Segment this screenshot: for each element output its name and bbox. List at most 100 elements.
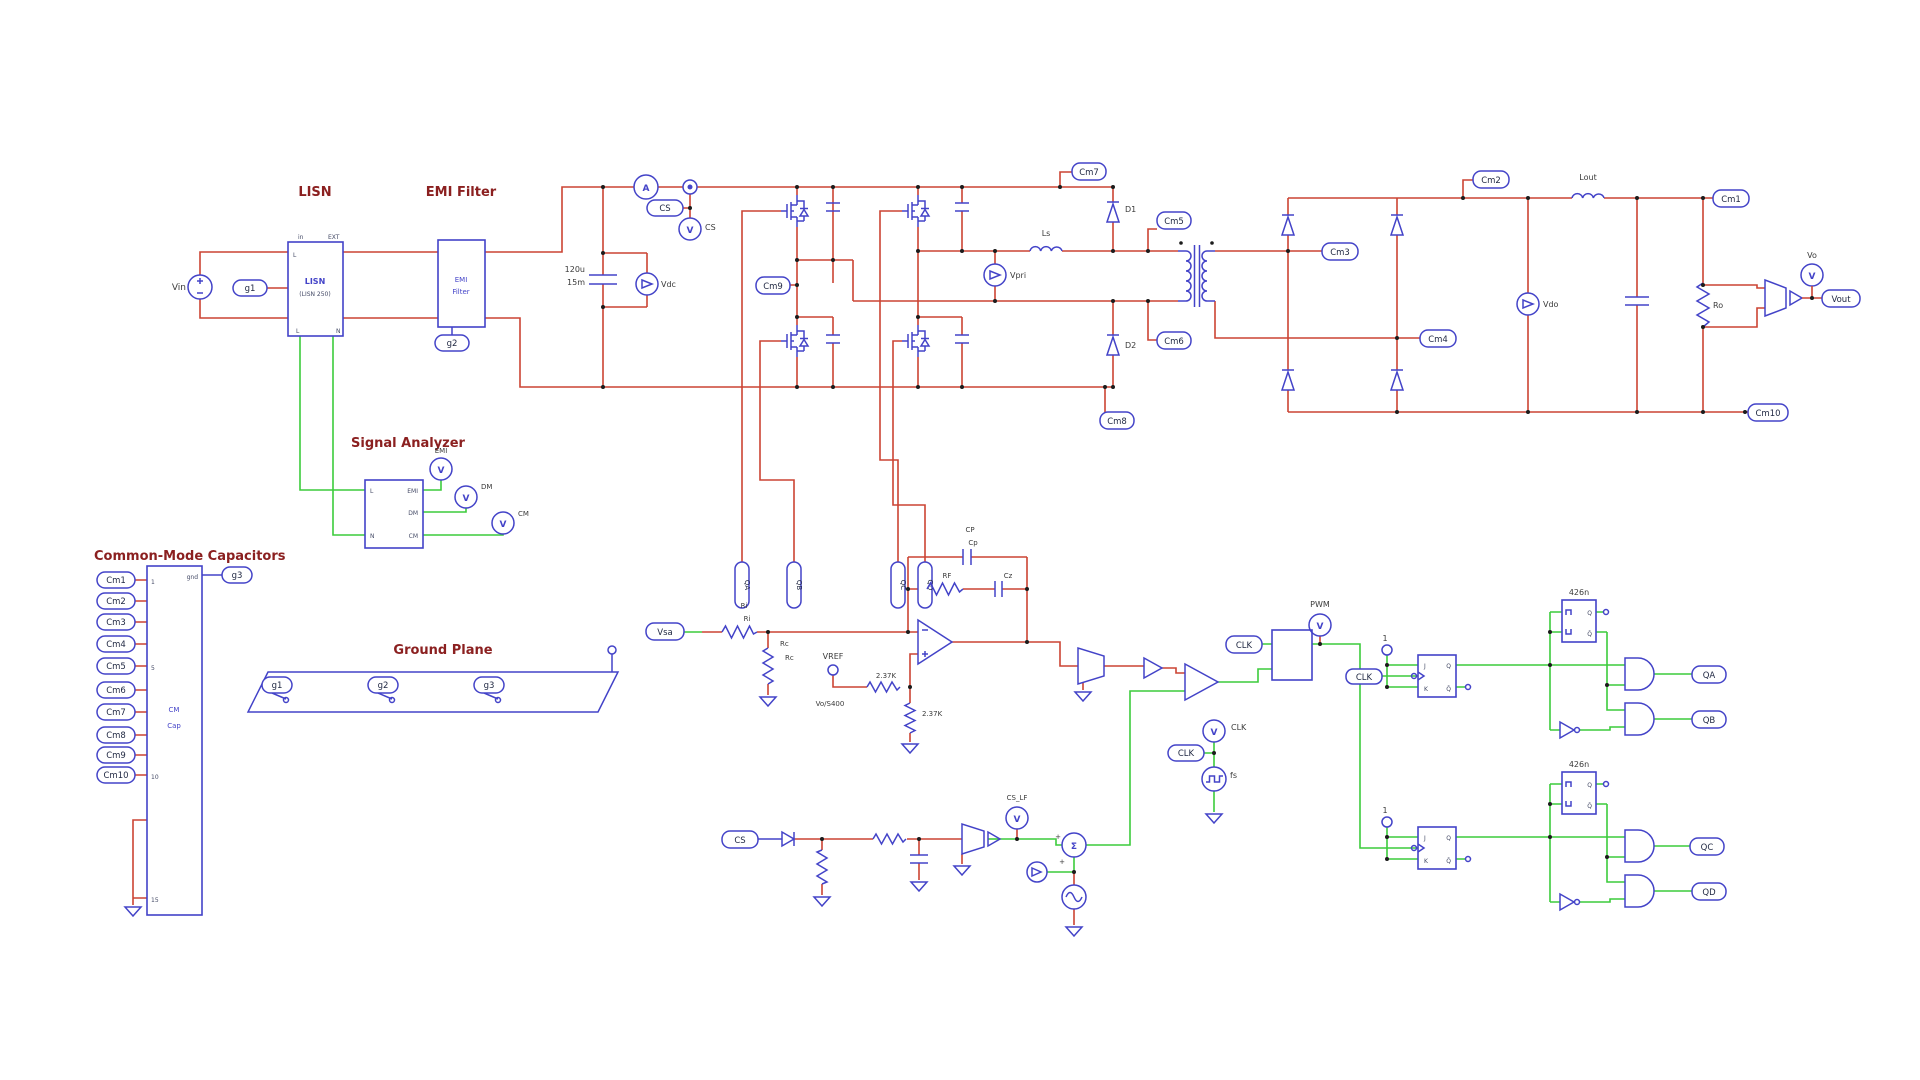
tag-gate-qa[interactable]: QA (734, 561, 751, 609)
cs-series-resistor[interactable] (872, 832, 907, 846)
one-source-b[interactable]: 1 (1381, 806, 1393, 828)
vpri-probe[interactable]: Vpri (983, 263, 1026, 287)
ammeter[interactable]: A (633, 174, 659, 200)
divider-resistor-h[interactable]: 2.37K (866, 672, 901, 694)
tag-g3-block[interactable]: g3 (221, 566, 253, 584)
signal-analyzer-block[interactable]: L N EMI DM CM (364, 479, 424, 549)
cs-amp[interactable] (961, 822, 1002, 856)
cm-tag-list[interactable]: Cm1 Cm2 Cm3 Cm4 Cm5 Cm6 Cm7 Cm8 Cm9 Cm10 (96, 571, 136, 784)
mosfet-q4-icon[interactable] (901, 324, 930, 358)
cs-voltmeter[interactable]: V CS (678, 217, 716, 241)
jk-flipflop-b[interactable]: J K Q Q̄ (1410, 826, 1472, 870)
ri-resistor[interactable]: Ri Ri (721, 602, 758, 640)
pwm-voltmeter[interactable]: V PWM (1308, 600, 1332, 637)
tag-g2[interactable]: g2 (434, 334, 470, 352)
vo-sense[interactable]: V Vo (1764, 251, 1824, 318)
inverter-b[interactable] (1559, 892, 1581, 912)
rf-resistor[interactable]: RF (926, 572, 964, 597)
and-gate-a1[interactable] (1624, 657, 1655, 691)
current-sensor[interactable] (682, 179, 698, 195)
ground-plane[interactable] (246, 645, 620, 713)
divider-resistor-v[interactable]: 2.37K (903, 702, 943, 734)
cm-capacitor-block[interactable]: 1 5 10 15 gnd CM Cap (146, 565, 203, 916)
tag-vsa[interactable]: Vsa (645, 622, 685, 641)
clk-voltmeter[interactable]: V CLK (1202, 719, 1247, 743)
tag-cm1[interactable]: Cm1 (1712, 189, 1750, 208)
monostable-a[interactable]: Q Q̄ 426n (1561, 588, 1610, 643)
tag-gp-g1[interactable]: g1 (261, 676, 293, 694)
inverter-a[interactable] (1559, 720, 1581, 740)
tag-gp-g2[interactable]: g2 (367, 676, 399, 694)
cs-lf-voltmeter[interactable]: V CS_LF (1005, 794, 1029, 830)
rc-resistor[interactable]: Rc Rc (761, 640, 794, 685)
summer[interactable]: Σ + + (1055, 832, 1087, 866)
tag-qd[interactable]: QD (1691, 882, 1727, 901)
tag-cm7[interactable]: Cm7 (1071, 162, 1107, 181)
emi-filter-block[interactable]: EMI Filter (437, 239, 486, 328)
buffer-amp[interactable] (1143, 656, 1164, 680)
tag-cm8[interactable]: Cm8 (1099, 411, 1135, 430)
mosfet-q3-icon[interactable] (901, 194, 930, 228)
ramp-source[interactable] (1061, 884, 1087, 910)
cz-capacitor[interactable]: Cz (994, 572, 1013, 597)
tag-clk-ff[interactable]: CLK (1345, 668, 1383, 685)
cs-shunt-resistor[interactable] (815, 849, 829, 885)
tag-cm3[interactable]: Cm3 (1321, 242, 1359, 261)
jk-flipflop-a[interactable]: J K Q Q̄ (1410, 654, 1472, 698)
dm-voltmeter[interactable]: V DM (454, 483, 492, 509)
transformer[interactable] (1178, 241, 1215, 307)
pwm-latch-block[interactable] (1271, 629, 1313, 681)
diode-d1[interactable]: D1 (1105, 201, 1136, 223)
opamp[interactable] (917, 618, 954, 666)
vref-port[interactable]: VREF Vo/S400 (816, 652, 845, 708)
tag-cs-top[interactable]: CS (646, 199, 684, 217)
tag-cm10[interactable]: Cm10 (1747, 403, 1789, 422)
tag-gate-qc[interactable]: QC (890, 561, 907, 609)
one-source-a[interactable]: 1 (1381, 634, 1393, 656)
tag-label: Cm10 (1755, 409, 1780, 419)
mosfet-q2-icon[interactable] (780, 324, 809, 358)
limiter[interactable] (1077, 646, 1105, 686)
tag-cm9[interactable]: Cm9 (755, 276, 791, 295)
tag-qc[interactable]: QC (1689, 837, 1725, 856)
cs-filter-capacitor[interactable] (910, 854, 928, 864)
and-gate-b2[interactable] (1624, 874, 1655, 908)
pin-q: Q (1587, 610, 1592, 617)
tag-cs-bottom[interactable]: CS (721, 830, 759, 849)
rectifier-diodes[interactable] (1280, 214, 1405, 391)
monostable-b[interactable]: Q Q̄ 426n (1561, 760, 1610, 815)
cs-diode[interactable] (781, 830, 796, 848)
tag-cm6[interactable]: Cm6 (1156, 331, 1192, 350)
ramp-probe[interactable] (1026, 861, 1048, 883)
tag-qb[interactable]: QB (1691, 710, 1727, 729)
tag-qa[interactable]: QA (1691, 665, 1727, 684)
cp-capacitor[interactable]: CP Cp (962, 526, 978, 565)
lisn-block[interactable]: in EXT L LISN (LISN 250) L N (287, 234, 344, 337)
tag-gate-qb[interactable]: QB (786, 561, 803, 609)
tag-g1[interactable]: g1 (232, 279, 268, 297)
diode-d2[interactable]: D2 (1105, 334, 1136, 356)
tag-label: g3 (484, 681, 495, 691)
ro-resistor[interactable]: Ro (1695, 282, 1723, 328)
tag-clk-latch[interactable]: CLK (1225, 635, 1263, 654)
pwm-comparator[interactable] (1184, 662, 1220, 702)
output-capacitor[interactable] (1625, 296, 1649, 306)
vdc-probe[interactable]: Vdc (635, 272, 676, 296)
tag-cm2[interactable]: Cm2 (1472, 170, 1510, 189)
mosfet-q1-icon[interactable] (780, 194, 809, 228)
ls-inductor[interactable]: Ls (1029, 229, 1063, 252)
tag-cm4[interactable]: Cm4 (1419, 329, 1457, 348)
and-gate-b1[interactable] (1624, 829, 1655, 863)
tag-clk-src[interactable]: CLK (1167, 744, 1205, 762)
vin-source[interactable]: Vin (172, 274, 213, 300)
fs-source[interactable]: fs (1201, 766, 1237, 792)
tag-cm5[interactable]: Cm5 (1156, 211, 1192, 230)
tag-vout[interactable]: Vout (1821, 289, 1861, 308)
cm-voltmeter[interactable]: V CM (491, 510, 529, 535)
emi-voltmeter[interactable]: V EMI (429, 447, 453, 481)
and-gate-a2[interactable] (1624, 702, 1655, 736)
lout-inductor[interactable]: Lout (1571, 173, 1605, 199)
vdo-probe[interactable]: Vdo (1516, 292, 1559, 316)
tag-gp-g3[interactable]: g3 (473, 676, 505, 694)
bulk-capacitor[interactable]: 120u 15m (565, 265, 617, 287)
